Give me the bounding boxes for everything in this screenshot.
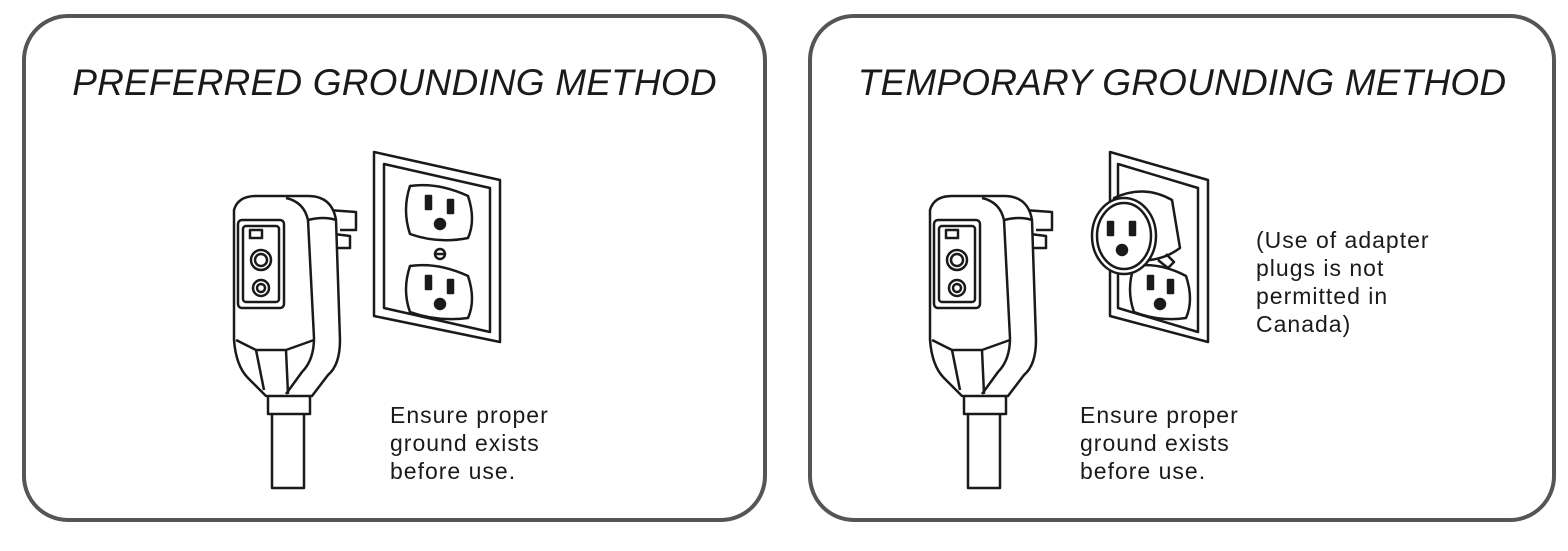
caption-line: ground exists	[390, 430, 540, 456]
panel-title: TEMPORARY GROUNDING METHOD	[857, 62, 1507, 103]
caption-line: Ensure proper	[390, 402, 549, 428]
preferred-method-panel: PREFERRED GROUNDING METHOD	[22, 14, 767, 522]
caption-line: ground exists	[1080, 430, 1230, 456]
caption-line: Ensure proper	[1080, 402, 1239, 428]
note-line: (Use of adapter	[1256, 227, 1430, 253]
panel-title: PREFERRED GROUNDING METHOD	[72, 62, 717, 103]
adapter-note: (Use of adapter plugs is not permitted i…	[1256, 226, 1430, 338]
caption-line: before use.	[1080, 458, 1207, 484]
note-line: plugs is not	[1256, 255, 1385, 281]
caption: Ensure proper ground exists before use.	[1080, 401, 1239, 485]
caption-line: before use.	[390, 458, 517, 484]
gfci-plug-icon	[928, 194, 1054, 490]
wall-outlet-icon	[372, 150, 502, 344]
caption: Ensure proper ground exists before use.	[390, 401, 549, 485]
adapter-plug-icon	[1090, 150, 1210, 344]
gfci-plug-icon	[232, 194, 358, 490]
note-line: permitted in	[1256, 283, 1389, 309]
temporary-method-panel: TEMPORARY GROUNDING METHOD	[808, 14, 1556, 522]
note-line: Canada)	[1256, 311, 1352, 337]
